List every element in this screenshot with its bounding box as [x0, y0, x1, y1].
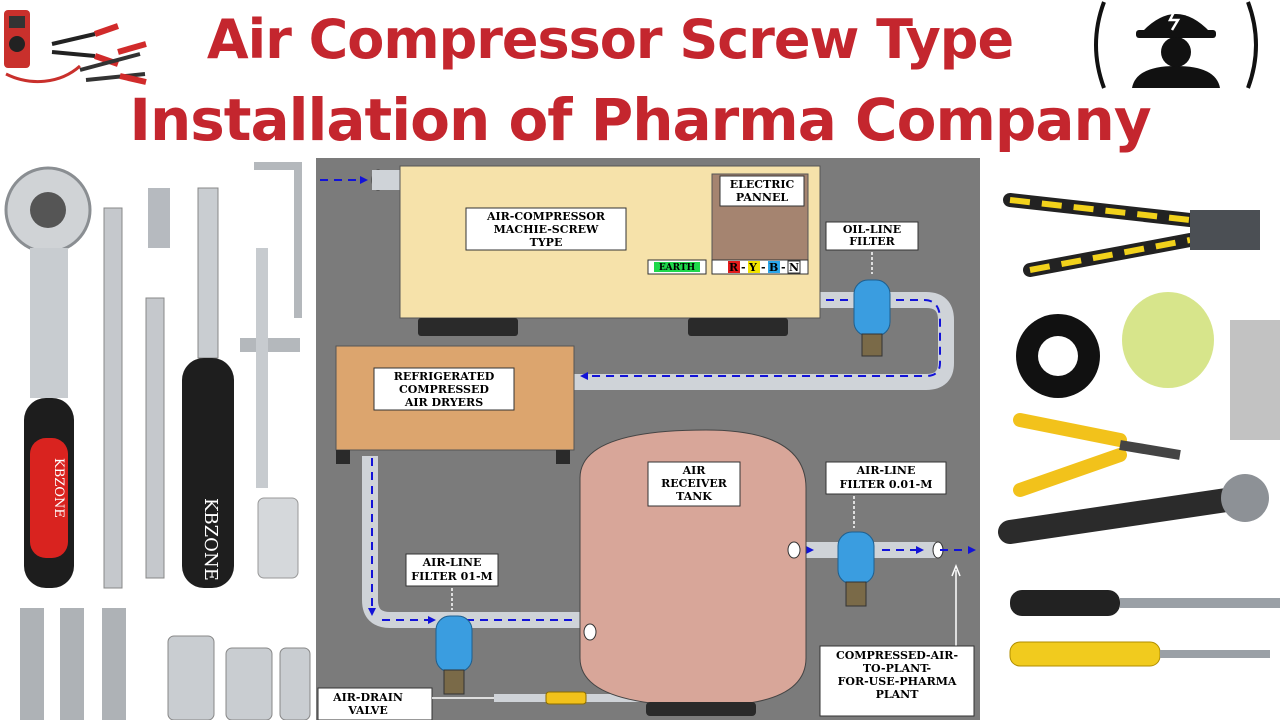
output-pointer-head	[951, 563, 961, 577]
air-intake-pipe	[372, 170, 402, 190]
right-tools-illustration	[998, 193, 1280, 667]
tank-label-2: RECEIVER	[661, 477, 728, 490]
tank-label-1: AIR	[682, 464, 707, 477]
phase-N: N	[789, 261, 799, 274]
output-label-3: FOR-USE-PHARMA	[838, 675, 957, 688]
compressor-label-2: MACHIE-SCREW	[494, 223, 599, 236]
tank-label-box	[647, 461, 741, 507]
phase-Y-color	[748, 261, 760, 273]
phase-B: B	[769, 261, 778, 274]
air-line-filter-001m	[837, 531, 875, 585]
oil-line-filter	[853, 279, 891, 337]
dryer-foot-right	[556, 450, 570, 464]
air-filter-right-label-2: FILTER 0.01-M	[840, 478, 933, 491]
flow-arrows	[320, 179, 968, 621]
air-filter-left-bowl	[443, 669, 465, 695]
compressor-foot-right	[688, 318, 788, 336]
output-label-2: TO-PLANT-	[863, 662, 931, 675]
phase-Y: Y	[748, 261, 757, 274]
left-tools-illustration: KBZONE KBZONE	[4, 162, 311, 720]
phase-sep-1: -	[741, 261, 746, 274]
drain-valve-label-2: VALVE	[347, 704, 388, 717]
phase-B-color	[768, 261, 780, 273]
compressor-label-1: AIR-COMPRESSOR	[486, 210, 606, 223]
multimeter-pliers-icon	[4, 10, 147, 85]
compressor-foot-left	[418, 318, 518, 336]
air-filter-right-label-1: AIR-LINE	[856, 464, 916, 477]
dryer-label-3: AIR DRYERS	[404, 396, 483, 409]
output-label-4: PLANT	[876, 688, 920, 701]
earth-label: EARTH	[659, 263, 696, 273]
electric-panel-label-1: ELECTRIC	[730, 178, 795, 191]
air-filter-right-bowl	[845, 581, 867, 607]
dryer-foot-left	[336, 450, 350, 464]
phase-N-color	[787, 260, 801, 274]
tank-inlet	[583, 623, 597, 641]
compressor-label-3: TYPE	[530, 236, 563, 249]
air-filter-left-label-1: AIR-LINE	[422, 556, 482, 569]
phase-sep-2: -	[761, 261, 766, 274]
title-line-2: Installation of Pharma Company	[129, 86, 1151, 154]
drain-valve-label-1: AIR-DRAIN	[332, 691, 403, 704]
tank-base	[646, 702, 756, 716]
air-line-filter-01m	[435, 615, 473, 673]
compressor-label-box	[465, 207, 627, 251]
drain-valve-label-box	[317, 687, 433, 720]
oil-filter-label-box	[825, 221, 919, 251]
title-line-1: Air Compressor Screw Type	[206, 8, 1014, 71]
tank-label-3: TANK	[676, 490, 712, 503]
dryer-label-box	[373, 367, 515, 411]
earth-indicator	[654, 262, 700, 272]
phase-sep-3: -	[781, 261, 786, 274]
brand-label-handle: KBZONE	[200, 498, 221, 581]
oil-filter-label-1: OIL-LINE	[843, 223, 901, 236]
air-drain-valve	[545, 691, 587, 705]
dryer-label-1: REFRIGERATED	[394, 370, 495, 383]
phase-R-color	[728, 261, 740, 273]
electric-panel-label-box	[719, 175, 805, 207]
compressor-installation-diagram: AIR-COMPRESSOR MACHIE-SCREW TYPE ELECTRI…	[316, 158, 980, 720]
engineer-helmet-icon	[1094, 1, 1258, 89]
air-filter-left-label-box	[405, 553, 499, 587]
phase-R: R	[729, 261, 739, 274]
oil-filter-label-2: FILTER	[849, 235, 895, 248]
air-filter-left-label-2: FILTER 01-M	[411, 570, 492, 583]
air-filter-right-label-box	[825, 461, 947, 495]
output-label-box	[819, 645, 975, 717]
dryer-label-2: COMPRESSED	[399, 383, 489, 396]
tank-outlet	[787, 541, 801, 559]
air-receiver-tank	[579, 429, 807, 707]
output-label-1: COMPRESSED-AIR-	[836, 649, 958, 662]
brand-label-ratchet: KBZONE	[51, 458, 66, 518]
oil-filter-bowl	[861, 333, 883, 357]
electric-panel-label-2: PANNEL	[736, 191, 788, 204]
